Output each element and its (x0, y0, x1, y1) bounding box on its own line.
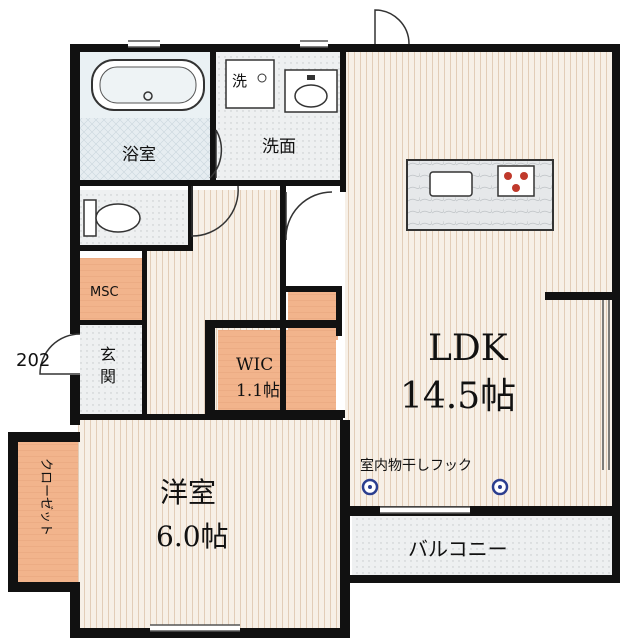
label-balcony: バルコニー (408, 537, 508, 561)
western-room-floor (78, 418, 340, 628)
label-western-size: 6.0帖 (156, 520, 229, 553)
label-ldk-size: 14.5帖 (400, 376, 516, 417)
washing-machine (225, 59, 275, 109)
label-washroom: 洗面 (262, 137, 296, 157)
label-bath: 浴室 (122, 145, 156, 165)
label-ldk-name: LDK (428, 328, 509, 369)
walls (8, 44, 620, 638)
msc-storage (80, 258, 142, 320)
balcony-floor (352, 516, 612, 578)
bathtub (91, 59, 205, 111)
bath-floor (80, 118, 210, 180)
entrance-floor (80, 325, 142, 415)
label-wic-name: WIC (236, 355, 273, 375)
label-wic-size: 1.1帖 (236, 381, 280, 401)
closet-floor (18, 442, 78, 582)
kitchen-counter (406, 159, 554, 231)
doors (39, 9, 410, 375)
toilet (83, 199, 141, 237)
hook-icons (361, 478, 509, 496)
windows (128, 40, 610, 632)
label-msc: MSC (90, 285, 119, 300)
wic-floor (218, 330, 336, 410)
label-western-name: 洋室 (160, 476, 216, 509)
label-washer: 洗 (232, 72, 247, 90)
unit-number: 202 (16, 350, 50, 371)
label-entrance: 玄関 (100, 345, 116, 386)
label-closet: クローゼット (38, 458, 53, 536)
washbasin (284, 69, 338, 113)
label-hook: 室内物干しフック (360, 457, 472, 474)
ldk-floor (345, 52, 613, 510)
